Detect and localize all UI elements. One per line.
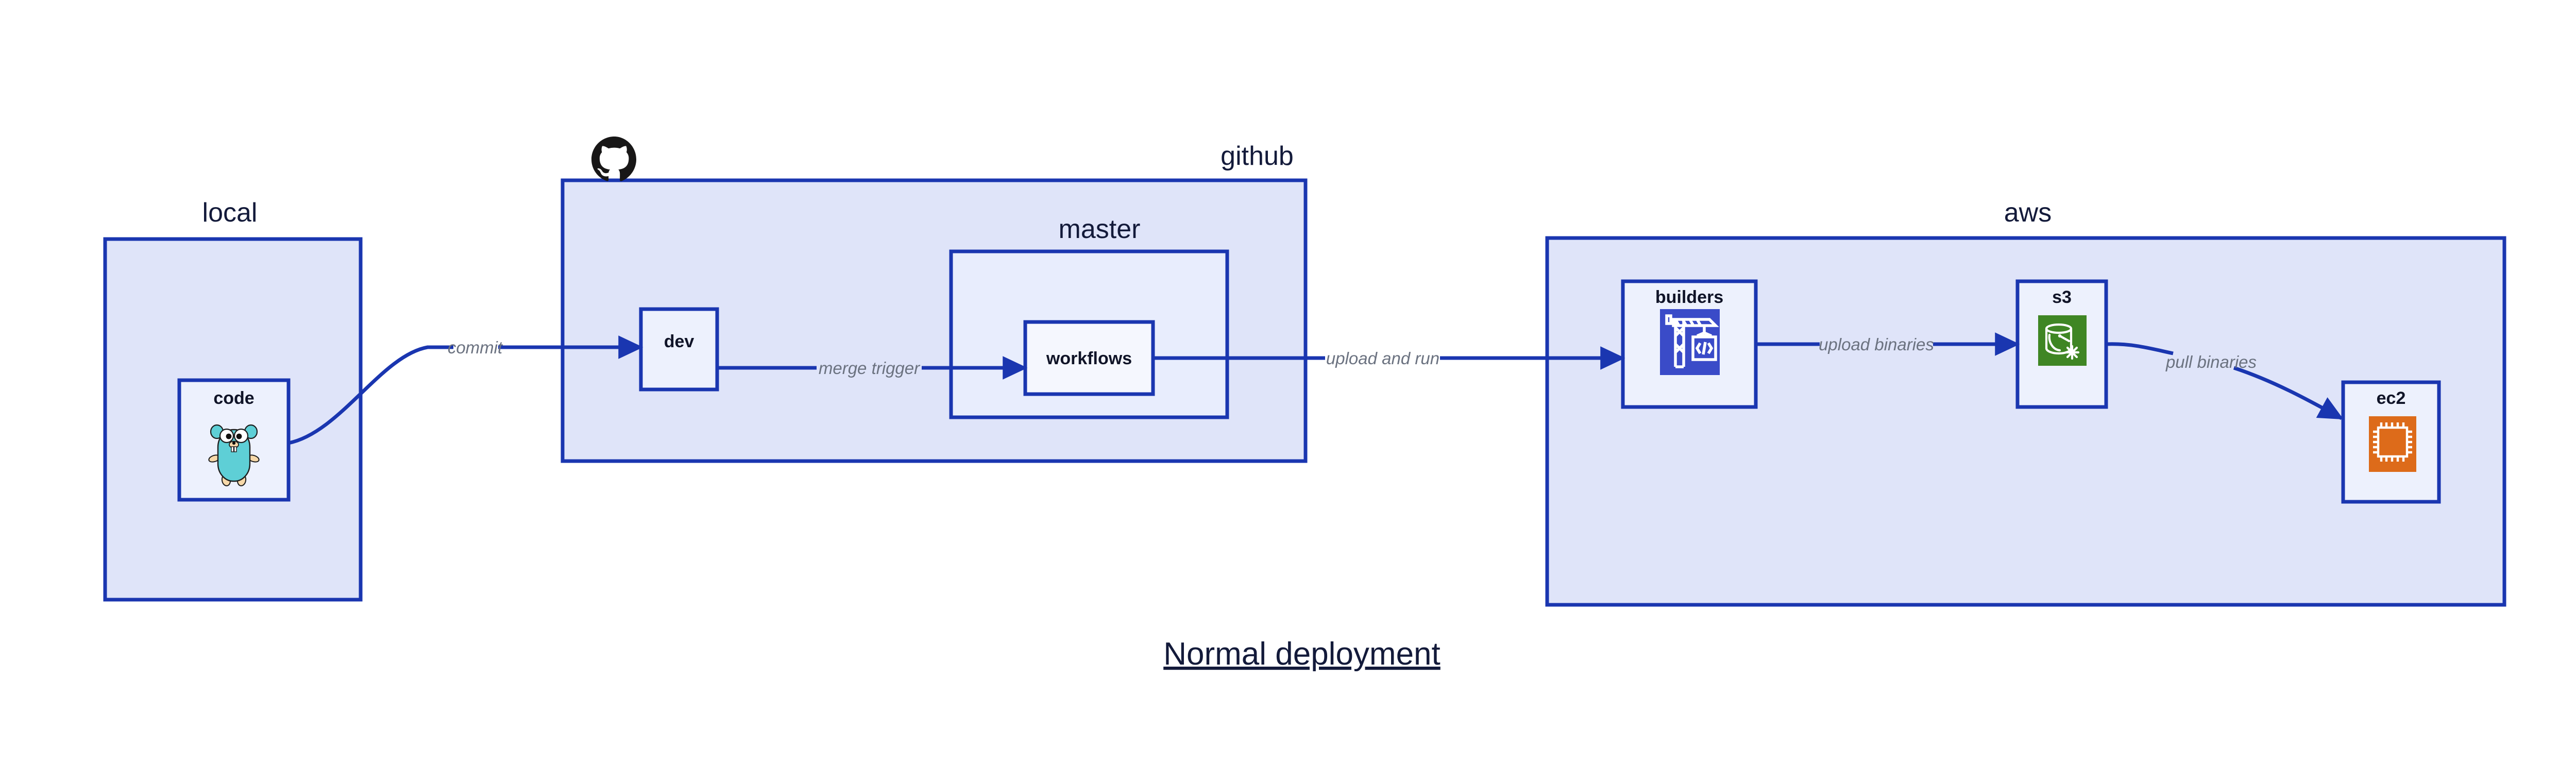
edge-path-pull-binaries-tail xyxy=(2233,366,2344,420)
edge-label-merge-trigger: merge trigger xyxy=(819,359,921,378)
node-dev[interactable]: dev xyxy=(639,307,719,392)
group-label-github: github xyxy=(1221,141,1294,171)
edge-label-upload-and-run: upload and run xyxy=(1326,349,1439,368)
node-label-builders: builders xyxy=(1655,287,1723,307)
group-label-aws: aws xyxy=(2004,198,2052,228)
node-label-ec2: ec2 xyxy=(2377,388,2406,408)
node-builders[interactable]: builders xyxy=(1621,279,1758,409)
node-label-dev: dev xyxy=(664,332,694,351)
group-aws: aws builders xyxy=(1545,198,2506,607)
group-label-local: local xyxy=(202,198,258,228)
node-label-workflows: workflows xyxy=(1046,349,1132,368)
page-title: Normal deployment xyxy=(1163,636,1440,672)
node-label-s3: s3 xyxy=(2052,287,2072,307)
edge-builders-to-s3: upload binaries xyxy=(1756,332,2020,356)
node-label-code: code xyxy=(213,388,254,408)
node-box-workflows[interactable] xyxy=(1023,320,1155,396)
aws-ec2-chip-icon xyxy=(2369,416,2416,472)
aws-crane-builder-icon xyxy=(1660,309,1720,375)
edge-label-upload-binaries: upload binaries xyxy=(1819,335,1934,354)
node-box-dev[interactable] xyxy=(639,307,719,392)
node-code[interactable]: code xyxy=(177,378,291,502)
edge-dev-to-workflows: merge trigger xyxy=(717,356,1028,380)
edge-path-commit xyxy=(288,345,453,445)
edge-label-pull-binaries: pull binaries xyxy=(2165,352,2257,371)
node-ec2[interactable]: ec2 xyxy=(2341,380,2441,504)
node-workflows[interactable]: workflows xyxy=(1023,320,1155,396)
group-github: github dev master workflows xyxy=(561,137,1308,463)
edge-path-pull-binaries-head xyxy=(2106,342,2174,355)
edge-label-commit: commit xyxy=(448,338,503,357)
node-s3[interactable]: s3 xyxy=(2015,279,2108,409)
edge-code-to-dev: commit xyxy=(288,335,643,445)
edge-s3-to-ec2: pull binaries xyxy=(2106,342,2344,420)
go-gopher-icon xyxy=(208,424,260,486)
edge-workflows-to-builders: upload and run xyxy=(1153,346,1625,370)
subgroup-master: master workflows xyxy=(949,214,1229,419)
group-local: local code xyxy=(103,198,363,602)
github-octocat-icon xyxy=(591,137,637,181)
aws-s3-bucket-icon xyxy=(2038,315,2087,366)
group-label-master: master xyxy=(1059,214,1141,244)
